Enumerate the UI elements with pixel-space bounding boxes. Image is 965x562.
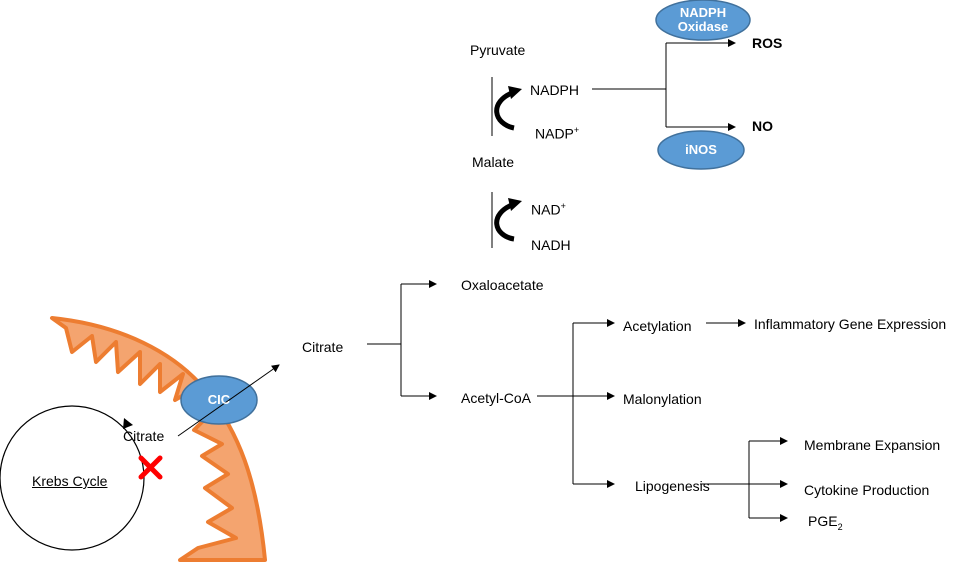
pge2-label: PGE2 [808,513,843,535]
nad-base-text: NAD [531,201,561,218]
cytokine-production-label: Cytokine Production [804,482,930,498]
nadh-label: NADH [531,237,571,253]
inhibition-x-icon [138,455,163,480]
mitochondrion [50,316,267,562]
pge-base-text: PGE [808,513,838,529]
nadph-curved-arrowhead [508,86,522,99]
nad-plus-label: NAD+ [531,198,566,218]
nad-curved-arrowhead [508,198,522,211]
nadph-oxidase-line1: NADPH [679,5,727,20]
cic-transporter-oval [180,375,258,425]
nad-curved-arrow [494,201,516,242]
oxaloacetate-label: Oxaloacetate [461,277,544,293]
mitochondria-outer-membrane [50,316,267,562]
no-label: NO [752,118,773,134]
nadph-oxidase-oval [655,0,751,41]
acetylation-label: Acetylation [623,318,692,334]
inos-oval [657,130,745,170]
citrate-cytosol-label: Citrate [302,339,344,355]
malonylation-label: Malonylation [623,391,702,407]
ros-label: ROS [752,35,783,51]
acetyl-coa-label: Acetyl-CoA [461,390,532,406]
membrane-expansion-label: Membrane Expansion [804,437,941,453]
nadp-superscript: + [573,125,580,135]
cic-label: CIC [207,392,231,407]
pge-subscript: 2 [837,521,843,532]
krebs-cycle-label: Krebs Cycle [32,473,108,489]
pyruvate-label: Pyruvate [470,42,526,58]
nadp-plus-label: NADP+ [535,122,579,142]
nadph-label: NADPH [530,82,580,98]
lipogenesis-label: Lipogenesis [635,478,710,494]
nadph-curved-arrow [494,89,516,131]
citrate-mito-label: Citrate [123,428,165,444]
nadp-base-text: NADP [535,125,574,142]
krebs-cycle-circle [0,405,145,551]
krebs-cycle-arrowhead [123,418,133,429]
inos-label: iNOS [685,142,717,157]
nadph-oxidase-line2: Oxidase [677,19,729,34]
citrate-export-arrow [177,364,280,437]
inflammatory-gene-expression-label: Inflammatory Gene Expression [754,316,947,332]
nad-superscript: + [560,201,566,211]
malate-label: Malate [472,154,515,170]
